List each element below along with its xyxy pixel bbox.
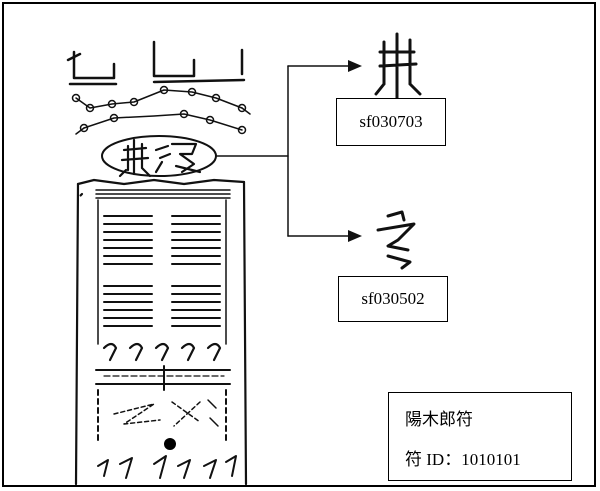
arrowhead-upper: [348, 60, 362, 72]
stroke-block-left-lower: [104, 286, 152, 326]
connector-lines: [216, 66, 350, 236]
seal-dot: [164, 438, 176, 450]
extracted-glyph-lower: [378, 212, 414, 268]
highlighted-characters: [102, 136, 216, 176]
talisman-name: 陽木郎符: [405, 405, 473, 430]
talisman-id-label: 符 ID：: [405, 450, 461, 469]
talisman-lower-section: [96, 366, 230, 444]
extracted-glyph-upper: [376, 34, 420, 98]
talisman-id-line: 符 ID：1010101: [405, 445, 521, 470]
character-id-upper: sf030703: [336, 98, 446, 146]
character-id-lower-label: sf030502: [361, 289, 424, 309]
hook-strokes-row: [104, 344, 220, 360]
bottom-hook-row: [98, 456, 236, 478]
talisman-id-value: 1010101: [461, 450, 521, 469]
talisman-info-box: 陽木郎符 符 ID：1010101: [388, 392, 572, 481]
stroke-block-right-upper: [172, 216, 220, 264]
character-id-upper-label: sf030703: [359, 112, 422, 132]
talisman-body: [76, 180, 246, 484]
arrowhead-lower: [348, 230, 362, 242]
talisman-top-marks: [68, 42, 244, 84]
stroke-block-right-lower: [172, 286, 220, 326]
stroke-block-left-upper: [104, 216, 152, 264]
star-constellation: [73, 87, 251, 135]
character-id-lower: sf030502: [338, 276, 448, 322]
